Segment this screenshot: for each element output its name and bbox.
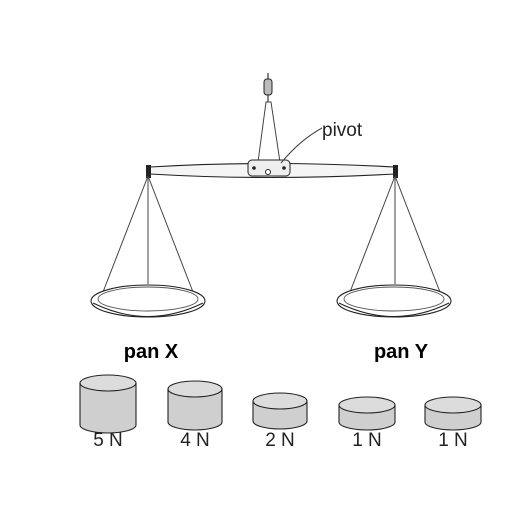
- weight-top: [252, 392, 308, 410]
- pan-y: [336, 284, 452, 318]
- weight-body: [167, 388, 223, 431]
- weight-top: [338, 396, 396, 414]
- pan-y-assembly: [336, 175, 452, 318]
- balance-beam: [146, 159, 398, 179]
- weight-2: 4 N: [167, 380, 223, 451]
- weight-body: [79, 382, 137, 434]
- weight-top: [424, 396, 482, 414]
- weight-1: 5 N: [79, 374, 137, 451]
- weight-top: [79, 374, 137, 392]
- weight-label: 1 N: [352, 430, 382, 451]
- pivot-label-group: pivot: [280, 120, 363, 164]
- weight-5: 1 N: [424, 396, 482, 451]
- weights-row: 5 N 4 N 2 N 1 N 1 N: [79, 374, 482, 451]
- weight-label: 4 N: [180, 430, 210, 451]
- pivot-label: pivot: [322, 120, 363, 141]
- pan-x-assembly: [90, 175, 206, 318]
- weight-label: 5 N: [93, 430, 123, 451]
- weight-4: 1 N: [338, 396, 396, 451]
- weight-top: [167, 380, 223, 398]
- hanger-hook: [263, 73, 273, 102]
- weight-label: 2 N: [265, 430, 295, 451]
- pan-y-label: pan Y: [374, 341, 429, 363]
- pan-x-label: pan X: [124, 341, 179, 363]
- pan-x: [90, 284, 206, 318]
- weight-3: 2 N: [252, 392, 308, 451]
- weight-label: 1 N: [438, 430, 468, 451]
